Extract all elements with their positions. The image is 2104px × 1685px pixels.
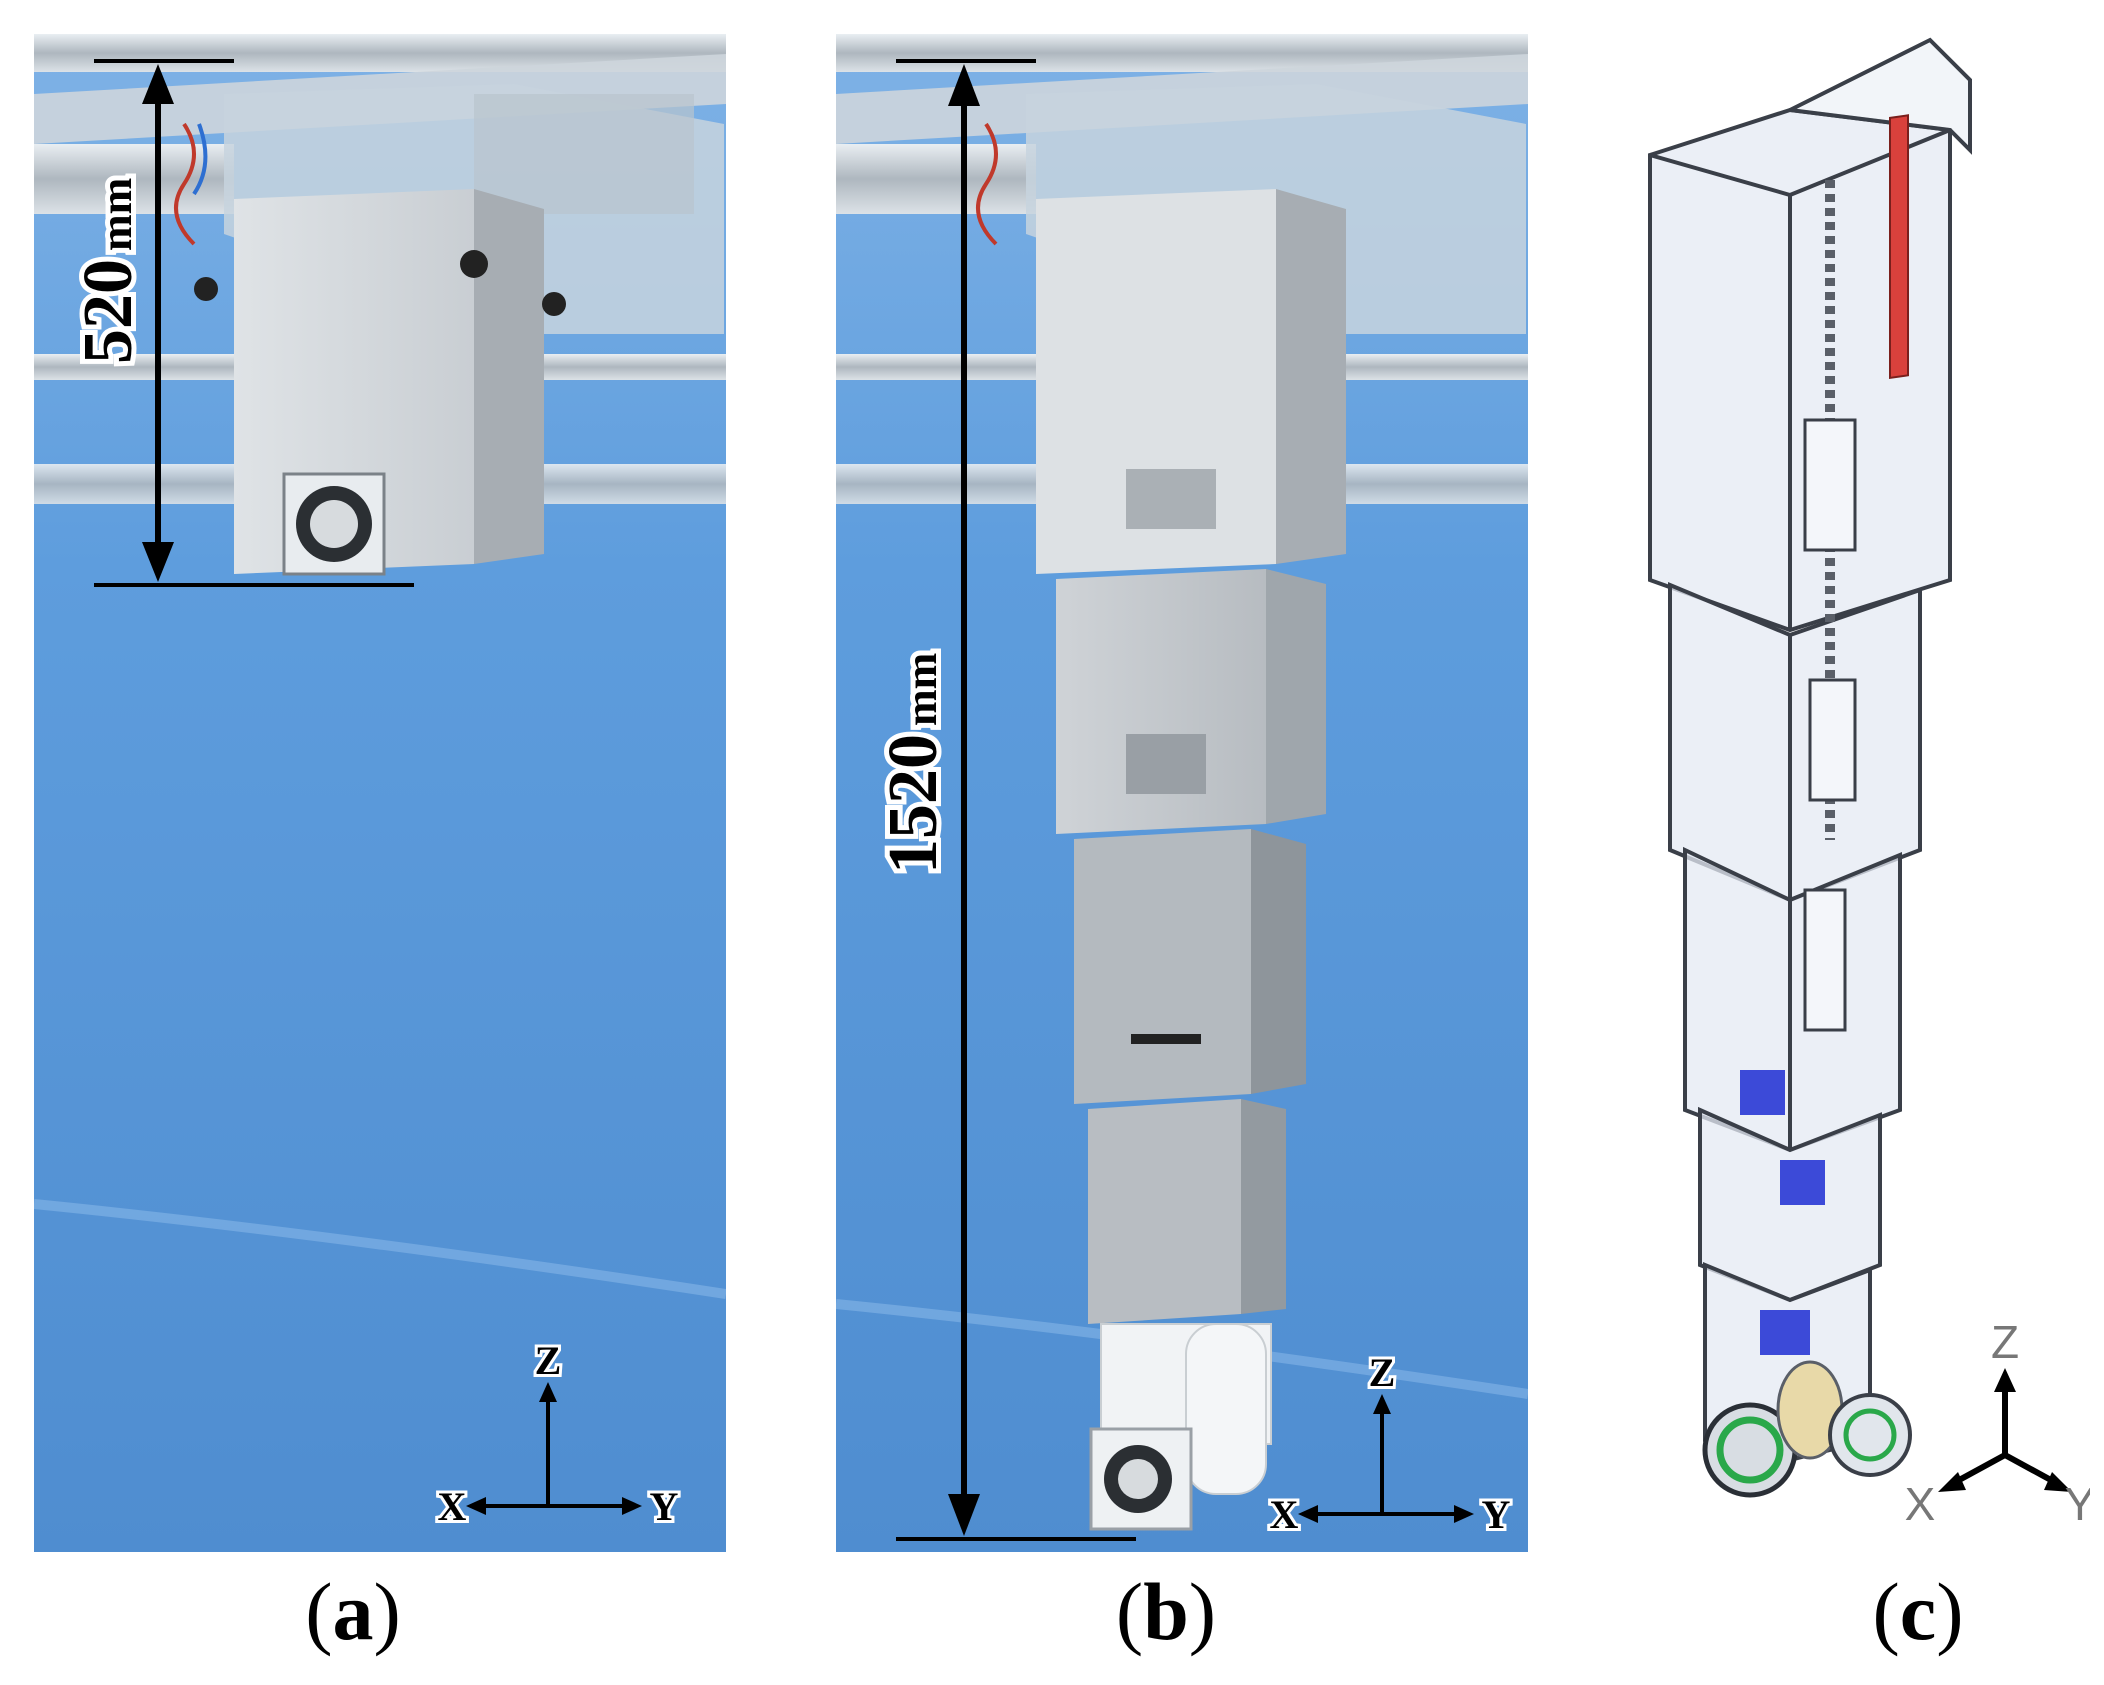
- cad-model-panel: Z X Y: [1590, 20, 2090, 1540]
- cad-assembly: [1648, 37, 1972, 1463]
- caption-a: (a): [305, 1566, 401, 1657]
- dimension-label-b: 1520 mm: [870, 648, 957, 879]
- wire-blue: [192, 123, 208, 196]
- photo-panel-extended: 1520 mm Z X Y: [836, 34, 1528, 1552]
- wire-red: [976, 122, 998, 246]
- wire-red: [174, 122, 196, 246]
- photo-panel-retracted: 520 mm Z X Y: [34, 34, 726, 1552]
- cad-guide-plate: [1803, 888, 1847, 1032]
- telescope-segment-1-side: [1276, 189, 1346, 564]
- segment-notch: [1126, 469, 1216, 529]
- mount-knob: [194, 277, 218, 301]
- telescope-segment-4-side: [1241, 1099, 1286, 1314]
- cad-motor: [1780, 1160, 1825, 1205]
- axis-label-z: Z: [535, 1338, 562, 1383]
- cad-joint-pulley: [1828, 1393, 1912, 1477]
- cad-model-drawing: Z X Y: [1648, 37, 2090, 1530]
- telescope-segment-2-side: [1266, 569, 1326, 824]
- cad-housing-lid: [1783, 37, 1972, 155]
- axis-label-z: Z: [1991, 1316, 2019, 1368]
- mount-knob: [460, 250, 488, 278]
- dimension-unit: mm: [897, 653, 946, 726]
- telescope-segment-3-side: [1251, 829, 1306, 1094]
- cad-guide-plate: [1803, 418, 1857, 552]
- flange-center: [310, 500, 358, 548]
- cad-guide-plate: [1808, 678, 1857, 802]
- coordinate-axes-b: Z X Y: [1267, 1347, 1514, 1540]
- cad-motor: [1740, 1070, 1785, 1115]
- end-effector-center: [1118, 1459, 1158, 1499]
- gantry-plate: [474, 94, 694, 214]
- cad-segment-2: [1668, 582, 1922, 903]
- dimension-label-a: 520 mm: [65, 173, 152, 369]
- dimension-number: 1520: [875, 734, 952, 874]
- left-rail: [836, 144, 1036, 214]
- dimension-arrowhead-down: [142, 542, 174, 582]
- axis-label-y: Y: [1482, 1492, 1511, 1537]
- axis-label-z: Z: [1369, 1350, 1396, 1395]
- caption-c: (c): [1872, 1566, 1964, 1657]
- svg-text:1520mm: 1520 mm: [875, 653, 952, 874]
- backdrop-fold: [34, 1199, 726, 1299]
- dimension-arrowhead-up: [142, 64, 174, 104]
- telescope-segment-3: [1074, 829, 1251, 1104]
- coordinate-axes-c: Z X Y: [1905, 1316, 2090, 1530]
- dimension-number: 520: [70, 259, 147, 364]
- axis-label-x: X: [1905, 1478, 1936, 1530]
- wrist-joint: [1185, 1323, 1267, 1495]
- module-side-face: [474, 189, 544, 564]
- caption-b: (b): [1115, 1566, 1217, 1657]
- telescope-segment-4: [1088, 1099, 1241, 1324]
- axis-label-x: X: [1270, 1492, 1299, 1537]
- cad-red-rail: [1889, 114, 1909, 379]
- telescope-segment-2: [1056, 569, 1266, 834]
- caption-letter: b: [1143, 1566, 1189, 1657]
- cad-joint-ring: [1843, 1408, 1897, 1462]
- dimension-unit: mm: [92, 178, 141, 251]
- cad-motor: [1760, 1310, 1810, 1355]
- caption-letter: c: [1899, 1566, 1937, 1657]
- mount-knob: [542, 292, 566, 316]
- caption-letter: a: [332, 1566, 374, 1657]
- segment-slot: [1131, 1034, 1201, 1044]
- segment-notch: [1126, 734, 1206, 794]
- retracted-photo-drawing: 520 mm Z X Y: [34, 34, 726, 1552]
- dimension-arrowhead-down: [948, 1494, 980, 1536]
- coordinate-axes-a: Z X Y: [435, 1335, 682, 1532]
- axis-label-y: Y: [650, 1484, 679, 1529]
- axis-label-y: Y: [2065, 1478, 2090, 1530]
- dimension-arrowhead-up: [948, 64, 980, 106]
- cad-end-effector-ring: [1716, 1416, 1784, 1484]
- axis-label-x: X: [438, 1484, 467, 1529]
- svg-text:520mm: 520 mm: [70, 178, 147, 364]
- extended-photo-drawing: 1520 mm Z X Y: [836, 34, 1528, 1552]
